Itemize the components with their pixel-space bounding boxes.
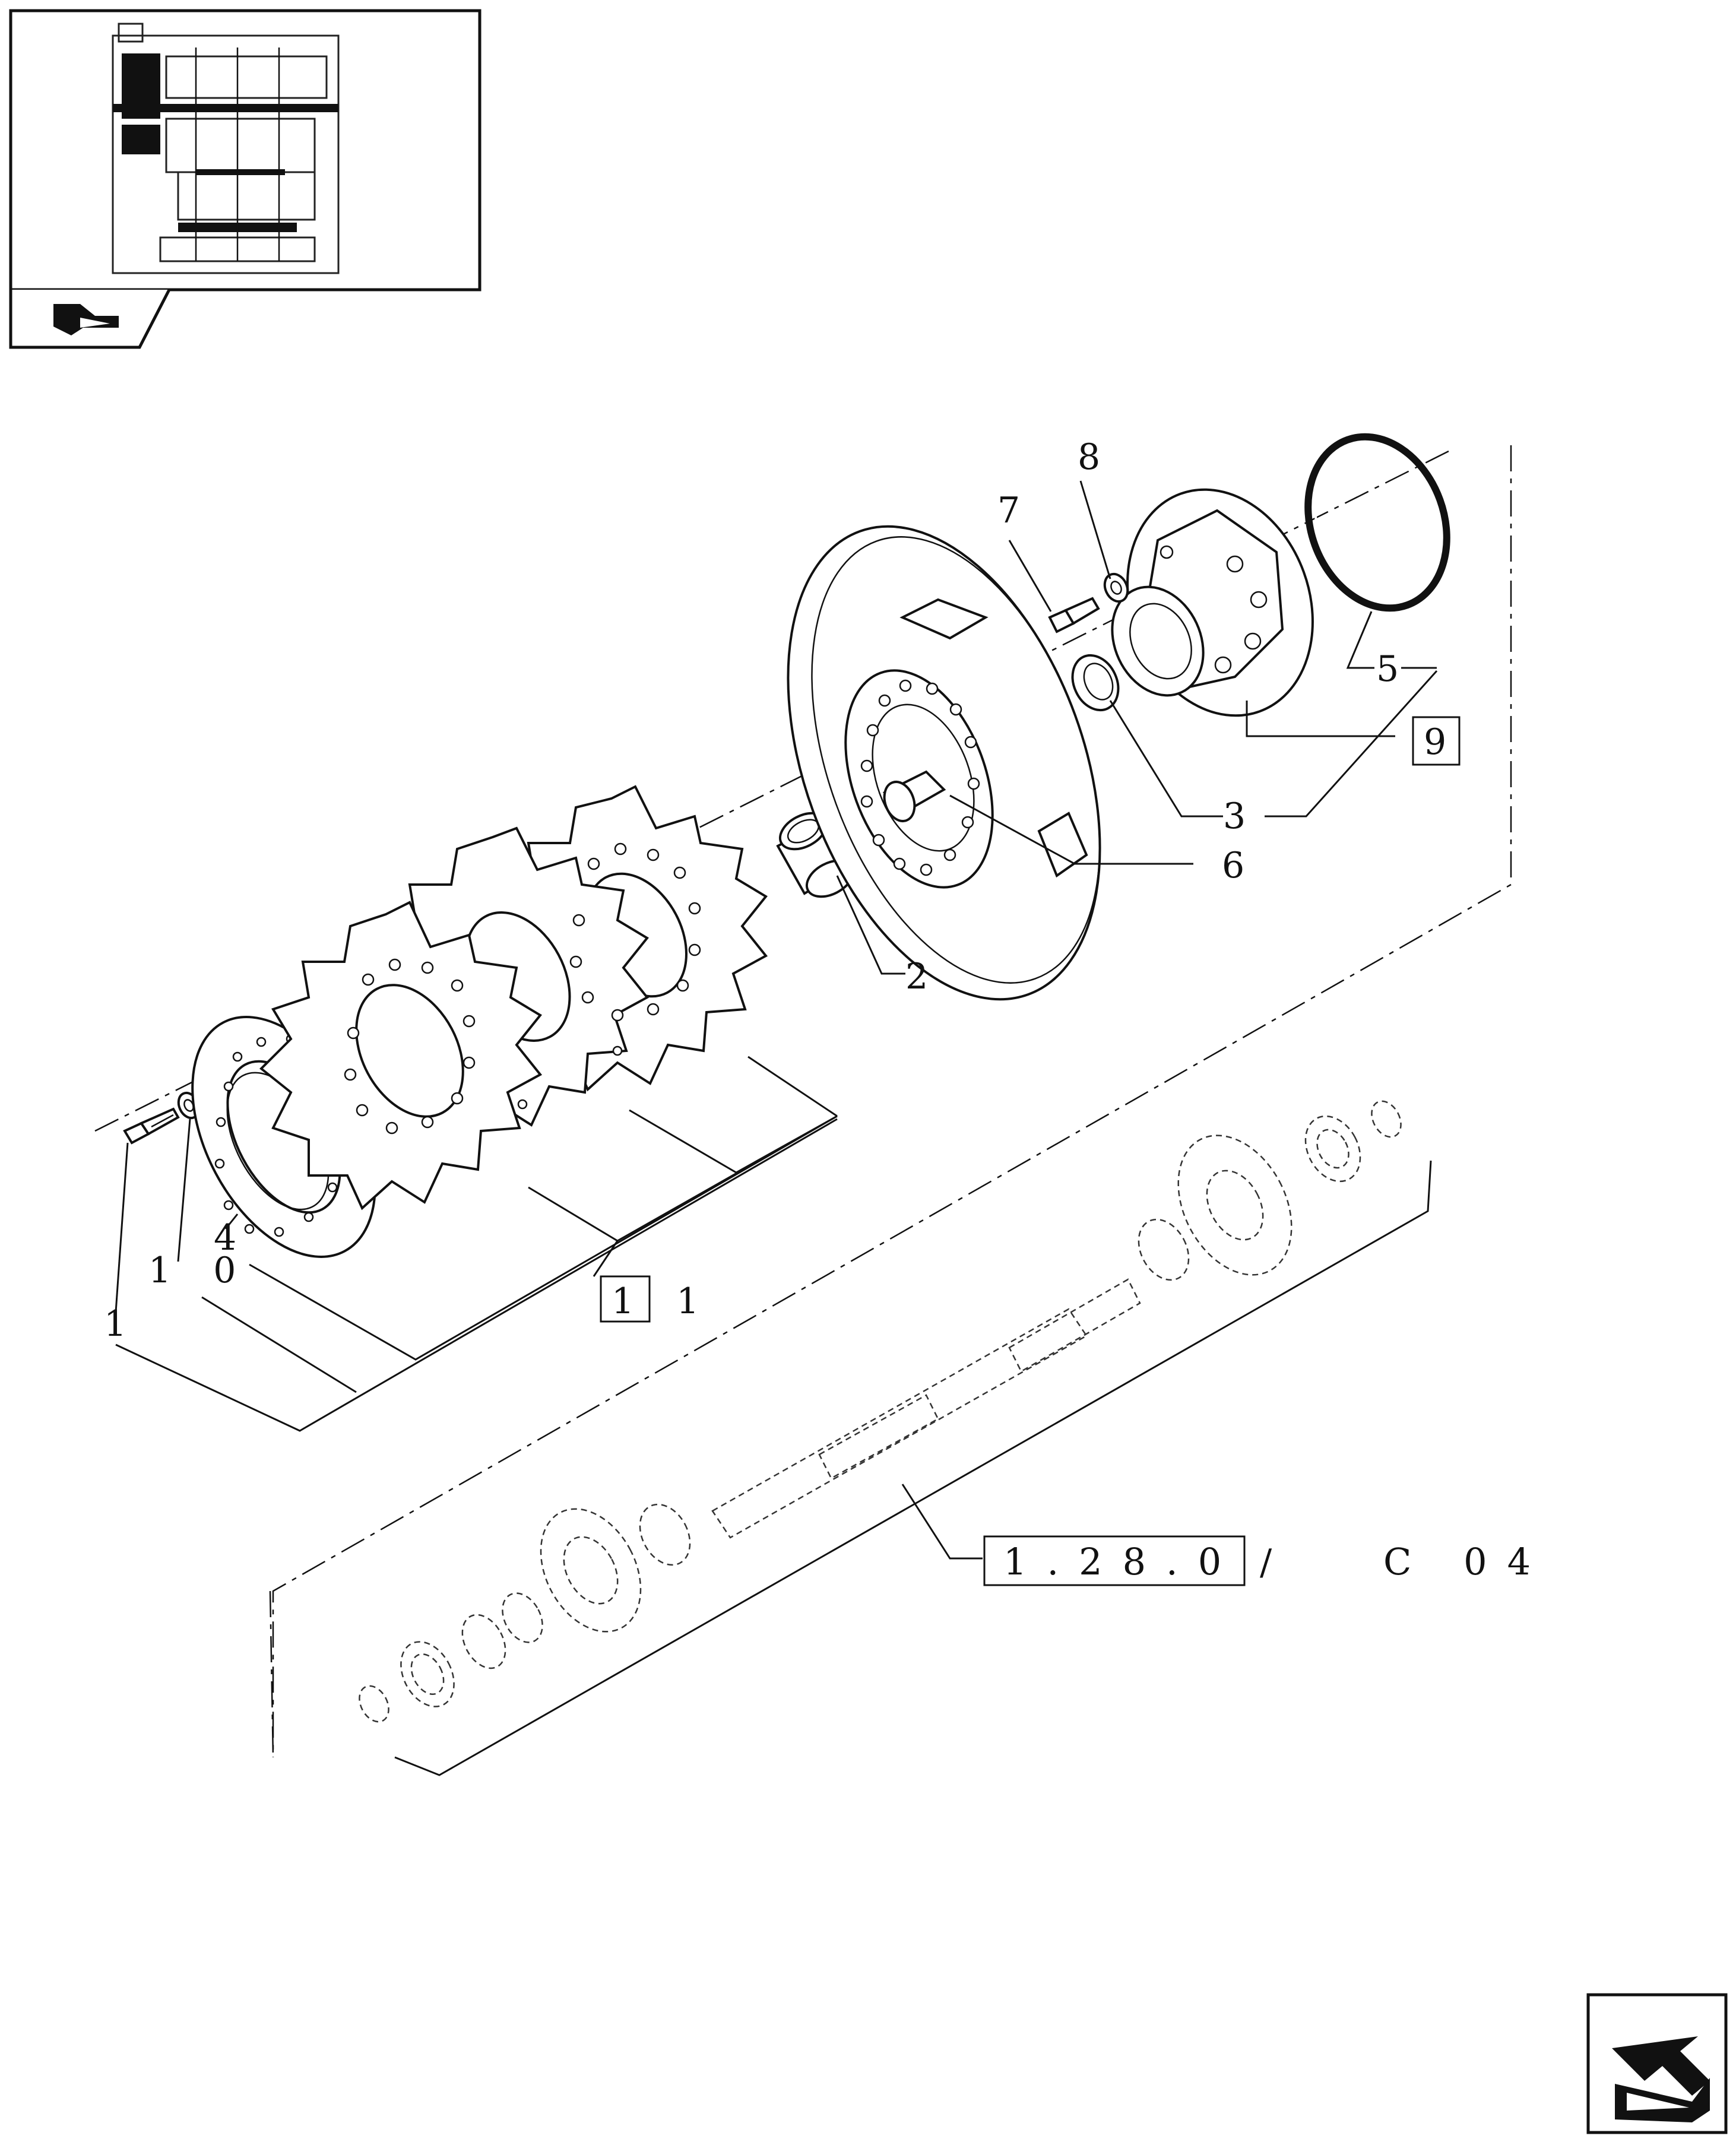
cross-reference[interactable]: 1.28.0 / C 04 — [983, 1535, 1551, 1586]
label-part-11-box[interactable]: 1 1 — [600, 1275, 714, 1323]
assembly-frame-line — [272, 445, 1512, 1757]
reference-suffix: C 04 — [1383, 1540, 1551, 1583]
part-labels: 1 1 0 2 3 4 5 6 7 8 9 1 1 — [104, 436, 1461, 1345]
bolt-part-1[interactable] — [123, 1107, 180, 1145]
next-page-arrow-icon — [1612, 2036, 1710, 2122]
label-part-2[interactable]: 2 — [905, 956, 928, 997]
label-part-9-box[interactable]: 9 — [1412, 716, 1461, 766]
label-part-5[interactable]: 5 — [1376, 648, 1399, 690]
leader-lines — [115, 480, 1438, 1776]
label-part-7[interactable]: 7 — [997, 490, 1020, 531]
label-part-1[interactable]: 1 — [104, 1303, 126, 1345]
label-part-11: 1 1 — [612, 1281, 714, 1322]
label-part-4[interactable]: 4 — [214, 1217, 236, 1259]
label-part-6[interactable]: 6 — [1222, 845, 1244, 886]
seal-part-3[interactable] — [1064, 648, 1127, 717]
next-page-nav[interactable] — [1586, 1993, 1728, 2134]
star-plate-front[interactable] — [259, 842, 701, 1211]
shaft-assembly-hidden — [359, 1100, 1402, 1723]
pump-housing-part-6[interactable] — [728, 484, 1160, 1043]
thumbnail-panel[interactable] — [9, 9, 481, 349]
main-axis-line — [94, 450, 1449, 1132]
prev-page-arrow-icon[interactable] — [53, 304, 119, 335]
label-part-9: 9 — [1424, 721, 1446, 763]
label-part-3[interactable]: 3 — [1223, 796, 1246, 837]
pump-cover-part-9[interactable] — [1095, 463, 1344, 742]
transmission-thumbnail-icon — [112, 23, 340, 274]
reference-slash: / — [1260, 1542, 1272, 1583]
label-part-10[interactable]: 1 0 — [148, 1250, 251, 1291]
screw-part-7[interactable] — [1048, 597, 1100, 633]
reference-code: 1.28.0 — [1003, 1540, 1241, 1583]
washer-part-8[interactable] — [1101, 571, 1132, 606]
o-ring-part-5[interactable] — [1285, 417, 1470, 628]
label-part-8[interactable]: 8 — [1078, 436, 1100, 478]
